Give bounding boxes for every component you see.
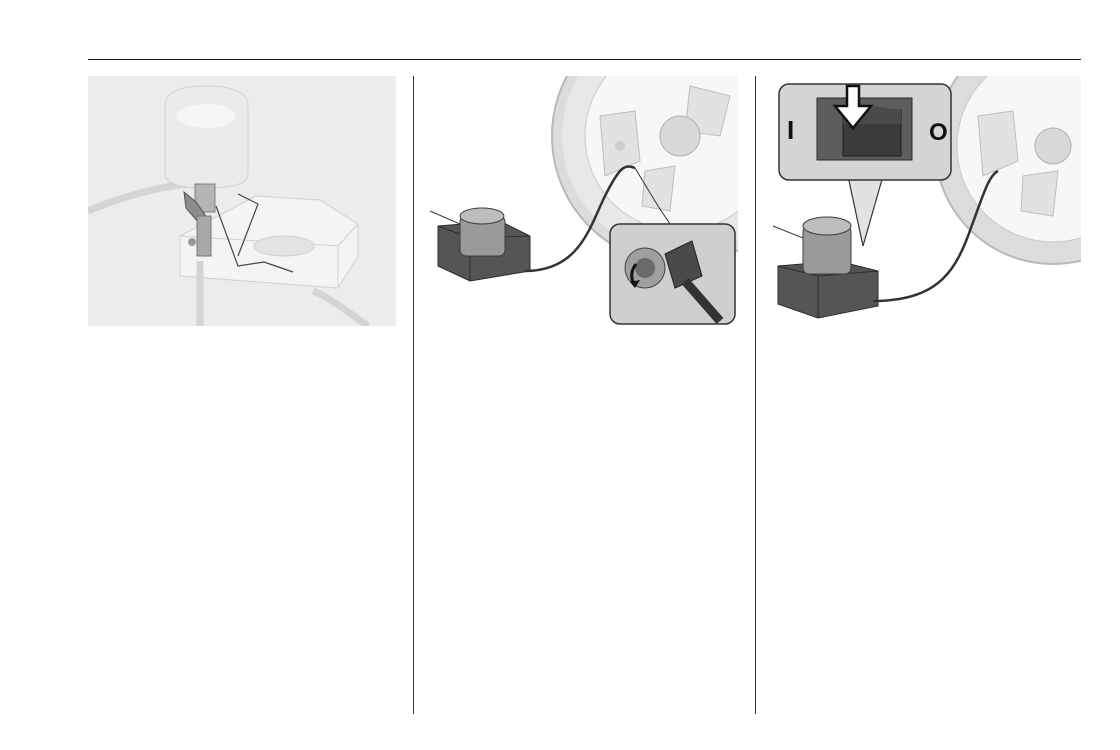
illustration-on-off-switch: I O: [773, 76, 1081, 326]
sealant-bottle-drawing: [88, 76, 396, 326]
switch-off-symbol: O: [929, 119, 948, 146]
header-rule: [88, 59, 1081, 60]
tyre-valve-drawing: [430, 76, 738, 326]
on-off-switch-drawing: I O: [773, 76, 1081, 326]
illustration-tyre-valve: [430, 76, 738, 326]
column-divider-1: [413, 76, 414, 714]
switch-on-symbol: I: [787, 115, 794, 145]
illustration-sealant-bottle: [88, 76, 396, 326]
column-divider-2: [755, 76, 756, 714]
